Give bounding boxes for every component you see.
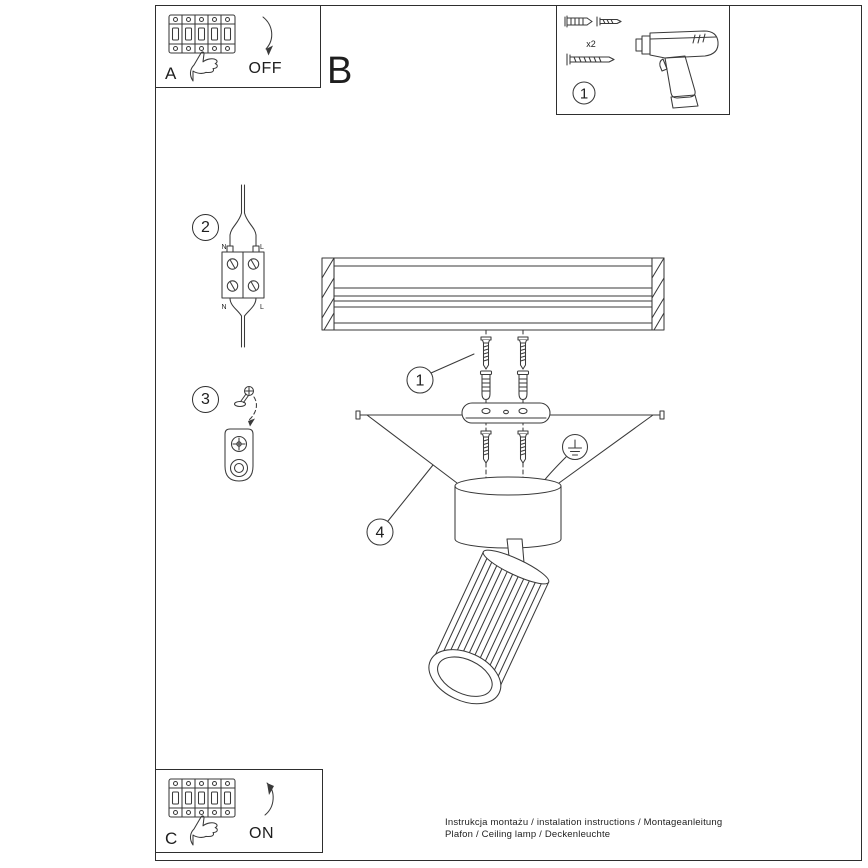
step-3-callout: 3 bbox=[192, 386, 219, 413]
long-screw-icon bbox=[566, 53, 615, 66]
switch-off-arrow-icon bbox=[262, 16, 273, 56]
footer-line-2: Plafon / Ceiling lamp / Deckenleuchte bbox=[445, 829, 611, 840]
ground-screw-icon bbox=[233, 385, 255, 408]
hand-icon bbox=[189, 815, 218, 846]
lamp-head bbox=[428, 549, 550, 705]
circuit-breaker-icon bbox=[168, 778, 236, 818]
switch-on-arrow-icon bbox=[264, 782, 274, 816]
on-label: ON bbox=[249, 825, 274, 842]
quantity-label: x2 bbox=[586, 39, 596, 49]
assembly-illustration: 1 4 bbox=[321, 257, 665, 705]
terminal-label-l-bottom: L bbox=[260, 304, 264, 311]
insert-arrow-icon bbox=[247, 396, 257, 427]
mounting-plate bbox=[461, 402, 551, 424]
step-2-callout: 2 bbox=[192, 214, 219, 241]
wall-plugs bbox=[479, 370, 530, 401]
canopy bbox=[454, 476, 562, 549]
drill-icon bbox=[635, 30, 719, 109]
page-border bbox=[155, 5, 862, 861]
hand-icon bbox=[189, 51, 218, 82]
power-on-illustration bbox=[168, 778, 274, 846]
wall-plug-icon bbox=[564, 15, 593, 28]
canopy-screws bbox=[480, 430, 529, 464]
wiring-illustration: N L N L bbox=[221, 184, 265, 348]
power-off-illustration bbox=[168, 14, 273, 82]
ground-clamp-icon bbox=[224, 428, 254, 482]
panel-a-label: A bbox=[165, 64, 177, 83]
canopy-guide-lines bbox=[366, 414, 654, 484]
terminal-label-l-top: L bbox=[260, 244, 264, 251]
footer-line-1: Instrukcja montażu / instalation instruc… bbox=[445, 817, 723, 828]
screw-icon bbox=[596, 16, 622, 27]
tools-illustration: x2 1 bbox=[564, 15, 719, 109]
panel-tools: x2 1 bbox=[556, 5, 730, 115]
mounting-screws bbox=[480, 336, 529, 370]
svg-text:4: 4 bbox=[376, 525, 385, 542]
terminal-label-n-top: N bbox=[221, 244, 226, 251]
terminal-label-n-bottom: N bbox=[221, 304, 226, 311]
tools-callout: 1 bbox=[572, 81, 596, 105]
svg-text:1: 1 bbox=[580, 86, 588, 103]
section-label-b: B bbox=[327, 50, 353, 92]
svg-text:1: 1 bbox=[416, 373, 425, 390]
terminal-block-icon bbox=[221, 251, 265, 299]
grounding-illustration bbox=[224, 385, 257, 482]
cable-icon bbox=[226, 184, 260, 348]
ground-symbol bbox=[542, 433, 589, 483]
circuit-breaker-icon bbox=[168, 14, 236, 54]
off-label: OFF bbox=[248, 60, 282, 77]
panel-power-off: OFF A bbox=[155, 5, 321, 88]
assembly-callout-1: 1 bbox=[406, 353, 475, 394]
assembly-callout-4: 4 bbox=[366, 464, 434, 546]
ceiling-track bbox=[321, 257, 665, 331]
panel-c-label: C bbox=[165, 829, 178, 848]
footer-text: Instrukcja montażu / instalation instruc… bbox=[445, 817, 722, 841]
panel-power-on: ON C bbox=[155, 769, 323, 853]
